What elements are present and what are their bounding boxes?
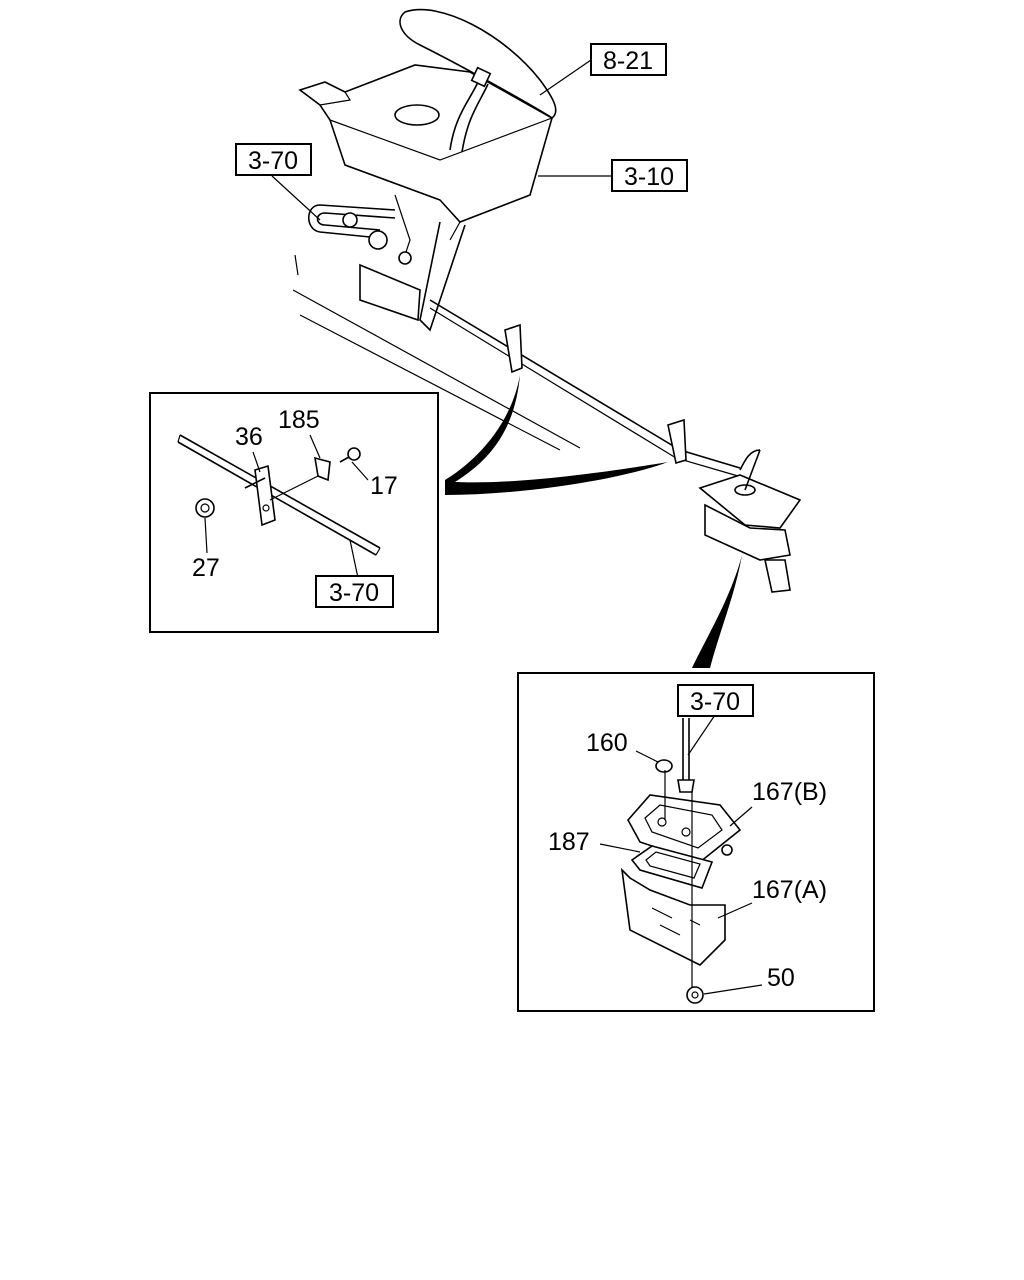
tray-tab [299, 89, 351, 106]
left-detail-panel: 36 185 17 27 3-70 [149, 392, 439, 633]
shifter-top-plate [698, 474, 802, 529]
console-hole [394, 104, 440, 126]
leader-185 [309, 434, 321, 459]
leader-3-70-left [349, 539, 359, 579]
cable-loop [307, 204, 396, 239]
bracket-upper [394, 194, 411, 256]
right-cable [682, 718, 690, 780]
shifter-connector [764, 559, 791, 593]
cable-fitting [342, 212, 358, 228]
stud-27 [244, 477, 266, 489]
shifter-boss [734, 484, 756, 496]
ref-3-10-label: 3-10 [624, 163, 674, 191]
leader-to-right-detail [692, 555, 742, 668]
ref-8-21-label: 8-21 [603, 47, 653, 75]
ref-3-10-box [611, 159, 688, 192]
leader-160 [635, 750, 659, 763]
cable-clip-2 [667, 418, 687, 465]
nut-50 [686, 986, 704, 1004]
shift-tube [449, 81, 489, 153]
leader-3-70-right [687, 714, 716, 756]
label-50: 50 [767, 964, 795, 992]
leader-27 [204, 517, 208, 554]
plate-167b-hole-1 [657, 817, 667, 827]
nut-27-bore [200, 503, 210, 513]
leader-185-link [269, 475, 319, 501]
leader-187 [599, 843, 641, 853]
leader-36 [252, 451, 261, 473]
cable-run-upper [429, 299, 741, 469]
ref-8-21-box [590, 43, 667, 76]
shifter-bracket [704, 503, 791, 561]
right-detail-frame [517, 672, 875, 1012]
label-167b: 167(B) [752, 778, 827, 806]
ref-3-70-right-box [677, 684, 754, 717]
shifter-cable-end [739, 449, 761, 491]
leader-17 [351, 461, 369, 481]
label-167a: 167(A) [752, 876, 827, 904]
tray-edges [329, 117, 553, 241]
plate-167b-hole-2 [681, 827, 691, 837]
right-detail-panel: 3-70 160 167(B) 187 167(A) 50 [517, 672, 875, 1012]
label-27: 27 [192, 554, 220, 582]
label-187: 187 [548, 828, 590, 856]
leader-50 [703, 984, 763, 995]
bracket-bolt [398, 251, 412, 265]
leader-167b [729, 806, 753, 827]
nut-160 [655, 759, 673, 773]
gasket-187-inner [645, 851, 701, 879]
bolt-17-head [347, 447, 361, 461]
label-17: 17 [370, 472, 398, 500]
plate-167b-bolt [721, 844, 733, 856]
ref-3-70-right-label: 3-70 [690, 688, 740, 716]
label-185: 185 [278, 406, 320, 434]
lower-column [419, 221, 466, 332]
cable-clip-1 [504, 323, 523, 374]
ref-3-70-top-box [235, 143, 312, 176]
floor-panel-edges [292, 254, 581, 451]
ref-3-70-top-label: 3-70 [248, 147, 298, 175]
bracket-36 [254, 464, 276, 527]
right-cable-end [677, 779, 695, 793]
leader-to-left-detail [445, 375, 668, 495]
leader-167a [717, 902, 753, 919]
clip-185 [314, 456, 331, 482]
left-detail-cable-ends [177, 434, 381, 556]
nut-27 [195, 498, 215, 518]
plate-167b-recess [644, 804, 723, 849]
ref-3-70-left-label: 3-70 [329, 579, 379, 607]
left-detail-cable [177, 434, 381, 556]
ref-8-21-leader [539, 59, 592, 96]
tube-end [470, 66, 492, 88]
mounting-studs [664, 770, 693, 988]
cable-clamp [368, 230, 388, 250]
left-detail-frame [149, 392, 439, 633]
label-36: 36 [235, 423, 263, 451]
label-160: 160 [586, 729, 628, 757]
bracket-167a [620, 867, 726, 966]
bracket-36-hole [262, 504, 270, 512]
main-assembly: 8-21 3-10 3-70 [235, 8, 802, 668]
ref-3-70-left-box [315, 575, 394, 608]
nut-50-bore [691, 991, 699, 999]
console-tray [298, 64, 553, 223]
ref-3-70-top-leader [271, 175, 321, 221]
floor-block [359, 263, 421, 322]
